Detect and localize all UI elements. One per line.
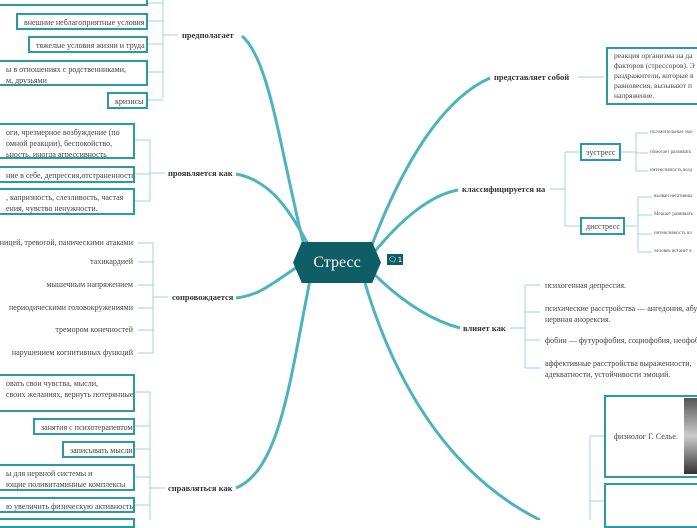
topic-box[interactable]: ю увеличить физическую активность <box>0 497 135 513</box>
central-topic[interactable]: Стресс <box>293 242 381 283</box>
topic-item[interactable]: Мешает развивать <box>654 212 693 217</box>
topic-item[interactable]: периодическими головокружениями <box>9 303 133 312</box>
topic-box[interactable]: занятия с психотерапевтом <box>33 418 135 435</box>
branch-label[interactable]: справляться как <box>168 483 233 493</box>
comment-icon: 🗨 <box>387 255 397 264</box>
topic-item[interactable]: аффективные расстройства выраженности, а… <box>545 359 692 379</box>
topic-box[interactable] <box>0 0 148 6</box>
topic-item[interactable]: мышечным напряжением <box>46 280 133 289</box>
author-text: физиолог Г. Селье. <box>614 432 678 441</box>
topic-item[interactable]: ницей, тревогой, паническими атаками <box>0 238 133 247</box>
topic-box[interactable]: кризисы <box>107 92 148 109</box>
topic-box[interactable]: оги, чрезмерное возбуждение (по омной ре… <box>0 123 135 159</box>
topic-item[interactable]: психические расстройства — ангедония, аб… <box>545 304 697 324</box>
branch-label[interactable]: влияет как <box>463 323 506 333</box>
eustress-box[interactable]: эустресс <box>580 143 621 161</box>
topic-item[interactable]: тремором конечностей <box>55 325 133 334</box>
topic-box[interactable]: ы в отношениях с родственниками, м, друз… <box>0 60 148 86</box>
branch-label[interactable]: проявляется как <box>168 168 233 178</box>
topic-item[interactable]: интенсивность возд <box>650 168 693 173</box>
definition-box[interactable]: реакция организма на да факторов (стресс… <box>606 47 697 105</box>
topic-item[interactable]: человек встанет в <box>654 249 692 254</box>
topic-box[interactable]: внешние неблагоприятные условия <box>16 13 148 30</box>
topic-item[interactable]: нарушением когнитивных функций <box>11 348 133 357</box>
topic-box[interactable] <box>604 483 697 528</box>
topic-box[interactable]: ние в себе, депрессия,отстраненность <box>0 166 135 183</box>
branch-label[interactable]: сопровождается <box>172 292 234 302</box>
comment-badge[interactable]: 🗨1 <box>387 254 403 265</box>
comment-count: 1 <box>397 255 403 264</box>
distress-box[interactable]: дисстресс <box>580 217 625 235</box>
topic-box[interactable]: овать свои чувства, мысли, своих желания… <box>0 374 135 412</box>
central-topic-label: Стресс <box>313 253 361 271</box>
topic-item[interactable]: положительные эмо <box>650 130 693 135</box>
branch-label[interactable]: предполагает <box>182 30 234 40</box>
topic-box[interactable]: , капризность, слезливость, частая ения,… <box>0 188 135 215</box>
topic-item[interactable]: тахикардией <box>90 257 133 266</box>
branch-label[interactable]: представляет собой <box>494 72 570 82</box>
topic-item[interactable]: интенсивность вл <box>654 231 692 236</box>
topic-box[interactable]: записывать мысли <box>62 441 135 458</box>
branch-label[interactable]: классифицируется на <box>462 184 546 194</box>
topic-item[interactable]: фобии — футурофобия, социофобия, неофоб <box>545 336 697 345</box>
topic-box[interactable]: ы для нервной системы и ющие поливитамин… <box>0 464 135 491</box>
author-box[interactable]: физиолог Г. Селье. <box>604 395 697 478</box>
topic-item[interactable]: психогенная депрессия. <box>545 281 627 290</box>
topic-box[interactable]: тяжелые условия жизни и труда <box>28 36 148 53</box>
author-photo <box>684 398 697 474</box>
topic-item[interactable]: вызван негативны <box>654 194 693 199</box>
topic-item[interactable]: помогает развивать <box>650 150 692 155</box>
